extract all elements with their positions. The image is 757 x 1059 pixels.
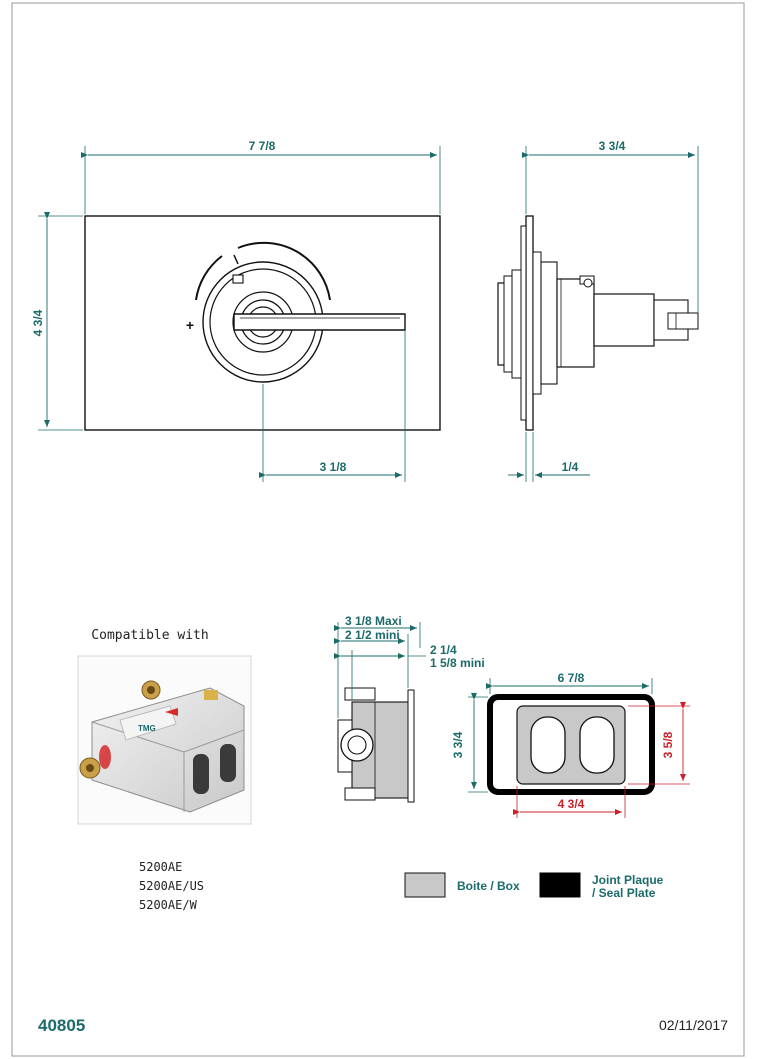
dim-mini-label: 2 1/2 mini — [345, 628, 400, 642]
hot-plus-symbol: + — [186, 317, 194, 333]
page-border — [11, 2, 745, 1057]
legend-seal-label-line1: Joint Plaque — [592, 873, 664, 887]
dim-handle-offset-label: 3 1/8 — [320, 460, 347, 474]
box-opening-left — [530, 716, 566, 774]
dim-depth-label: 3 3/4 — [599, 139, 626, 153]
side-view: 3 3/4 1/4 — [497, 139, 699, 482]
legend-seal-label-line2: / Seal Plate — [592, 886, 656, 900]
rough-in-box-photo: TMG — [77, 655, 252, 825]
dim-maxi-label: 3 1/8 Maxi — [345, 614, 402, 628]
legend-seal-swatch — [539, 872, 581, 898]
dim-depth-maxi-label: 2 1/4 — [430, 643, 457, 657]
legend: Boite / Box Joint Plaque / Seal Plate — [404, 872, 664, 900]
box-front-view: 6 7/8 3 3/4 3 5/8 4 3/4 — [451, 671, 690, 818]
box-opening-right — [579, 716, 615, 774]
cartridge — [593, 293, 655, 347]
legend-box-label: Boite / Box — [457, 879, 520, 893]
model-5200ae-us: 5200AE/US — [139, 879, 204, 893]
box-side-view: 3 1/8 Maxi 2 1/2 mini 2 1/4 1 5/8 mini — [334, 614, 485, 803]
front-view: + 7 7/8 4 3/4 3 1/8 — [31, 139, 441, 482]
handle-lever — [233, 313, 406, 331]
svg-text:TMG: TMG — [138, 724, 156, 733]
valve-body — [556, 278, 595, 368]
dim-depth-mini-label: 1 5/8 mini — [430, 656, 485, 670]
dim-box-width-label: 4 3/4 — [558, 797, 585, 811]
product-code: 40805 — [38, 1016, 85, 1035]
dim-seal-height-label: 3 5/8 — [661, 731, 675, 758]
model-5200ae: 5200AE — [139, 860, 182, 874]
compatible-label: Compatible with — [91, 628, 208, 643]
model-5200ae-w: 5200AE/W — [139, 898, 198, 912]
side-plate — [525, 215, 534, 431]
dim-plate-thickness-label: 1/4 — [562, 460, 579, 474]
legend-box-swatch — [404, 872, 446, 898]
dim-width-label: 7 7/8 — [249, 139, 276, 153]
dim-box-height-label: 3 3/4 — [451, 731, 465, 758]
temperature-arc-right — [237, 241, 331, 301]
temperature-arc-left — [195, 255, 223, 301]
dim-height-label: 4 3/4 — [31, 309, 45, 336]
drawing-date: 02/11/2017 — [659, 1017, 728, 1033]
dim-seal-width-label: 6 7/8 — [558, 671, 585, 685]
